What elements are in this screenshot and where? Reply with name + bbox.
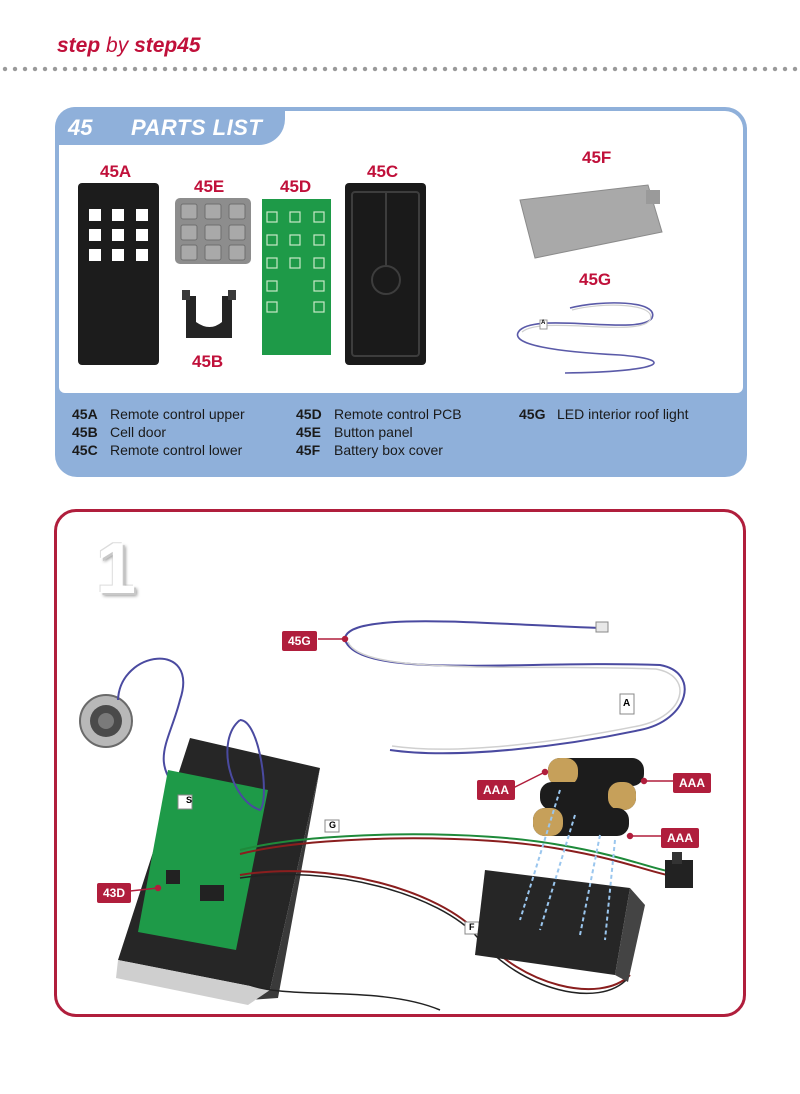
wire-label-g: G	[329, 820, 337, 830]
callout-45g: 45G	[282, 631, 317, 651]
parts-images-area	[59, 111, 743, 393]
legend-item: 45A Remote control upper	[72, 405, 245, 423]
legend-code: 45C	[72, 442, 98, 458]
legend-name: Remote control lower	[110, 442, 243, 458]
part-label-45b: 45B	[192, 352, 224, 371]
step-1-panel	[54, 509, 746, 1017]
legend-code: 45A	[72, 406, 98, 422]
legend-name: Remote control PCB	[334, 406, 462, 422]
legend-code: 45B	[72, 424, 98, 440]
part-label-45f: 45F	[582, 148, 612, 167]
legend-col-1: 45A Remote control upper 45B Cell door 45C…	[72, 405, 245, 459]
legend-code: 45D	[296, 406, 322, 422]
legend-item: 45C Remote control lower	[72, 441, 245, 459]
wire-tag-a: A	[541, 320, 546, 326]
legend-name: Battery box cover	[334, 442, 443, 458]
wire-label-f: F	[469, 922, 475, 932]
legend-name: LED interior roof light	[557, 406, 689, 422]
legend-item: 45B Cell door	[72, 423, 245, 441]
legend-col-3: 45G LED interior roof light	[519, 405, 689, 423]
legend-col-2: 45D Remote control PCB 45E Button panel 45…	[296, 405, 462, 459]
header-by: by	[106, 34, 129, 57]
step-number: 1	[96, 529, 137, 609]
legend-name: Button panel	[334, 424, 413, 440]
callout-aaa-right-top: AAA	[673, 773, 711, 793]
callout-43d: 43D	[97, 883, 132, 903]
legend-name: Cell door	[110, 424, 167, 440]
wire-label-a: A	[623, 698, 631, 709]
legend-item: 45G LED interior roof light	[519, 405, 689, 423]
header-step: step	[57, 34, 101, 57]
callout-aaa-left: AAA	[477, 780, 515, 800]
part-label-45d: 45D	[280, 177, 312, 196]
header-step2: step	[134, 34, 178, 57]
legend-item: 45D Remote control PCB	[296, 405, 462, 423]
part-label-45a: 45A	[100, 162, 132, 181]
parts-tab-number: 45	[68, 115, 93, 140]
header-number: 45	[177, 34, 201, 57]
part-label-45c: 45C	[367, 162, 399, 181]
page-header: step by step45	[57, 34, 201, 58]
legend-name: Remote control upper	[110, 406, 245, 422]
parts-tab: 45 PARTS LIST	[55, 107, 285, 145]
legend-item: 45E Button panel	[296, 423, 462, 441]
dotted-divider	[0, 66, 800, 72]
parts-list-title: PARTS LIST	[131, 115, 263, 140]
legend-code: 45E	[296, 424, 321, 440]
legend-item: 45F Battery box cover	[296, 441, 462, 459]
callout-aaa-right-bottom: AAA	[661, 828, 699, 848]
wire-label-s: S	[186, 795, 193, 805]
part-label-45g: 45G	[579, 270, 612, 289]
part-label-45e: 45E	[194, 177, 225, 196]
legend-code: 45F	[296, 442, 321, 458]
legend-code: 45G	[519, 406, 546, 422]
